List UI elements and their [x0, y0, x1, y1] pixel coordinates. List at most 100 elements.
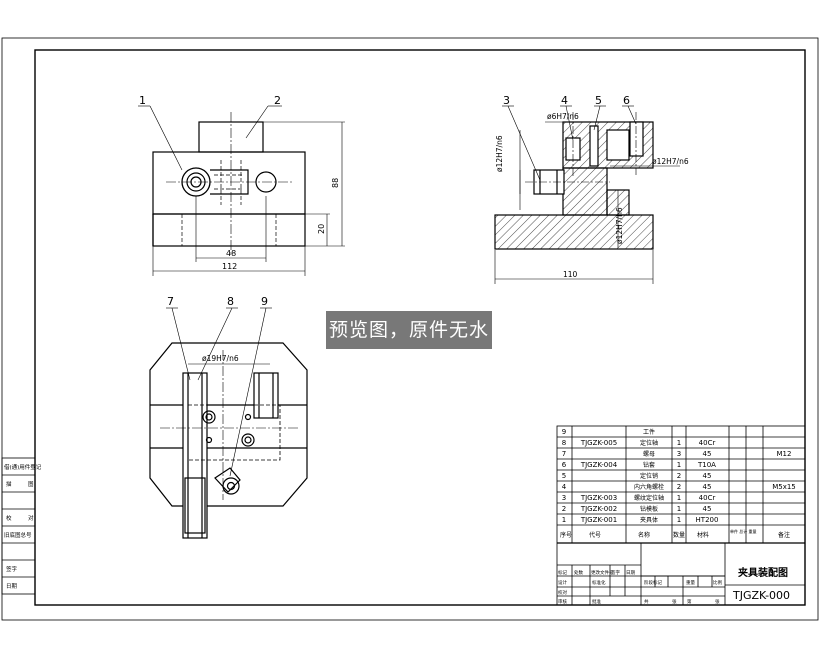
- bom-cell-qty: 1: [677, 461, 681, 469]
- bom-cell-material: T10A: [697, 461, 716, 469]
- side-stamp-row-map: 图: [28, 480, 34, 488]
- bom-cell-qty: 1: [677, 494, 681, 502]
- dim-fit-6h7: ø6H7/n6: [547, 112, 579, 121]
- bom-cell-name: 螺母: [643, 450, 655, 458]
- bom-header-name: 名称: [638, 531, 650, 539]
- bom-cell-material: 45: [703, 505, 712, 513]
- bom-cell-material: 45: [703, 450, 712, 458]
- front-view: [152, 112, 306, 254]
- bom-cell-name: 钻套: [643, 461, 655, 469]
- side-stamp-row-check: 校: [6, 514, 12, 522]
- balloon-3: 3: [503, 94, 510, 107]
- rev-label-count: 处数: [574, 569, 583, 576]
- side-stamp-row-draw: 描: [6, 480, 12, 488]
- sheet-label-sheet2: 张: [715, 598, 720, 605]
- bom-header-code: 代号: [589, 531, 601, 539]
- side-stamp: [1, 457, 36, 595]
- sign-label-standard: 标准化: [592, 579, 606, 586]
- balloons-section: [502, 105, 637, 181]
- stage-label-mark: 阶段标记: [644, 579, 662, 586]
- balloons-front: [138, 105, 282, 171]
- bom-cell-no: 4: [562, 483, 567, 491]
- bom-cell-code: TJGZK-003: [580, 494, 617, 502]
- bom-cell-material: 45: [703, 472, 712, 480]
- bom-cell-no: 9: [562, 428, 566, 436]
- balloon-5: 5: [595, 94, 602, 107]
- bom-cell-qty: 2: [677, 472, 681, 480]
- dim-110: 110: [563, 270, 578, 279]
- bom-header-no: 序号: [560, 531, 572, 539]
- rev-label-file: 更改文件号: [591, 569, 614, 576]
- bom-cell-no: 6: [562, 461, 567, 469]
- bom-cell-qty: 2: [677, 483, 681, 491]
- bom-cell-no: 2: [562, 505, 566, 513]
- sheet-label-total: 共: [644, 598, 649, 605]
- title-block-frame: [556, 425, 806, 606]
- bom-header-qty: 数量: [673, 531, 685, 539]
- section-view-dimensions: [494, 121, 680, 284]
- bom-cell-qty: 1: [677, 516, 681, 524]
- balloon-9: 9: [261, 295, 268, 308]
- bom-cell-code: TJGZK-002: [580, 505, 617, 513]
- side-stamp-text: 借(通)用件登记 描 图 校 对 旧底图总号 签字 日期: [4, 463, 42, 590]
- bom-header-weight: 单件 总计 重量: [730, 528, 757, 534]
- dim-88: 88: [331, 178, 340, 188]
- balloon-1: 1: [139, 94, 146, 107]
- sign-label-audit: 审核: [558, 598, 567, 605]
- bom-cell-code: TJGZK-005: [580, 439, 617, 447]
- rev-label-date: 日期: [626, 570, 635, 576]
- balloon-6: 6: [623, 94, 630, 107]
- sign-label-approve: 批准: [592, 598, 601, 605]
- sign-label-design: 设计: [558, 579, 567, 586]
- bom-cell-code: TJGZK-001: [580, 516, 617, 524]
- top-view: [149, 342, 308, 539]
- drawing-code: TJGZK-000: [732, 589, 790, 602]
- bom-cell-material: 40Cr: [699, 439, 716, 447]
- rev-label-mark: 标记: [558, 569, 567, 576]
- bom-cell-qty: 3: [677, 450, 681, 458]
- bom-cell-name: 螺纹定位轴: [634, 494, 664, 502]
- bom-cell-no: 5: [562, 472, 566, 480]
- drawing-name: 夹具装配图: [738, 566, 788, 579]
- bom-header-note: 备注: [778, 531, 790, 539]
- bom-cell-no: 7: [562, 450, 566, 458]
- dim-fit-12h7-left: ø12H7/n6: [495, 135, 504, 172]
- dim-fit-12h7-right: ø12H7/n6: [652, 157, 689, 166]
- bom-cell-name: 夹具体: [640, 516, 658, 524]
- sign-label-check: 校对: [558, 589, 567, 596]
- balloon-7: 7: [167, 295, 174, 308]
- bom-cell-name: 定位轴: [640, 439, 658, 447]
- side-stamp-label-date: 日期: [6, 583, 18, 590]
- side-stamp-label-old-number: 旧底图总号: [4, 531, 32, 539]
- bom-cell-name: 内六角螺栓: [634, 483, 664, 491]
- section-view: [494, 112, 654, 250]
- bom-cell-material: 45: [703, 483, 712, 491]
- balloon-4: 4: [561, 94, 568, 107]
- bom-header: 序号 代号 名称 数量 材料 单件 总计 重量 备注: [560, 528, 790, 539]
- side-stamp-row-verify: 对: [28, 514, 34, 522]
- front-view-dim-text: 112 48 88 20: [222, 178, 340, 271]
- bom-cell-qty: 1: [677, 505, 681, 513]
- stage-label-weight: 重量: [686, 579, 695, 586]
- bom-cell-material: 40Cr: [699, 494, 716, 502]
- bom-cell-material: HT200: [696, 516, 719, 524]
- bom-cell-no: 1: [562, 516, 566, 524]
- stage-label-scale: 比例: [713, 579, 722, 586]
- preview-watermark: 预览图，原件无水印: [326, 311, 492, 379]
- bom-cell-note: M5x15: [772, 483, 796, 491]
- bom-cell-name: 钻模板: [640, 505, 658, 513]
- bom-header-material: 材料: [697, 531, 709, 539]
- side-stamp-label-sign: 签字: [6, 565, 18, 573]
- bom-cell-name: 定位销: [640, 472, 658, 480]
- bom-cell-note: M12: [777, 450, 792, 458]
- dim-fit-12h7-vert: ø12H7/h6: [615, 207, 624, 244]
- rev-label-sign: 签字: [611, 569, 620, 576]
- front-view-dimensions: [152, 121, 345, 276]
- sheet-border: [1, 37, 819, 621]
- balloon-2: 2: [274, 94, 281, 107]
- bom-cell-no: 3: [562, 494, 566, 502]
- dim-112: 112: [222, 262, 237, 271]
- bom-cell-name: 工件: [643, 428, 655, 436]
